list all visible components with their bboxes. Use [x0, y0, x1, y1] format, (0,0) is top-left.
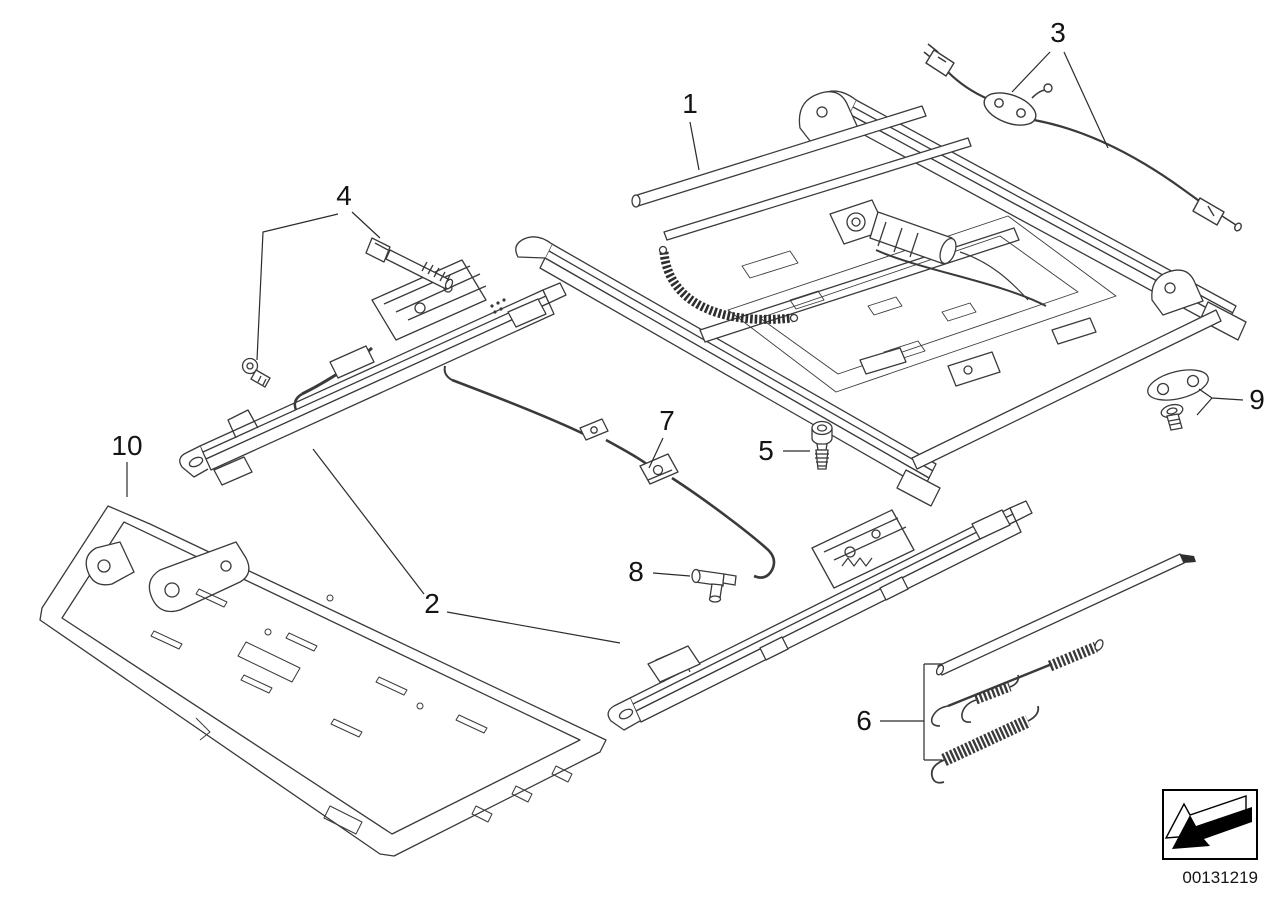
- callout-5[interactable]: 5: [758, 435, 774, 466]
- left-seat-rail-mechanism: [179, 259, 567, 486]
- callout-leader-lines: [126, 51, 1244, 761]
- callout-2[interactable]: 2: [424, 588, 440, 619]
- callout-8[interactable]: 8: [628, 556, 644, 587]
- right-seat-rail: [607, 500, 1033, 731]
- callout-10[interactable]: 10: [111, 430, 143, 461]
- nav-arrow-button[interactable]: [1162, 789, 1258, 860]
- plate-with-screw: [1147, 369, 1209, 431]
- seat-underframe-assembly: [515, 90, 1247, 507]
- connecting-rod: [443, 365, 776, 579]
- nut-bolt: [241, 357, 271, 388]
- base-trim-panel: [39, 505, 607, 857]
- back-arrow-icon: [1164, 795, 1252, 849]
- drive-cable: [923, 43, 1242, 232]
- fillister-screw: [811, 420, 833, 470]
- callout-1[interactable]: 1: [682, 88, 698, 119]
- callout-3[interactable]: 3: [1050, 17, 1066, 48]
- clamping-screw: [365, 237, 454, 290]
- callout-4[interactable]: 4: [336, 180, 352, 211]
- torsion-rod-and-springs: [930, 553, 1196, 784]
- doc-number: 00131219: [1182, 868, 1258, 887]
- callout-9[interactable]: 9: [1249, 384, 1265, 415]
- callout-7[interactable]: 7: [659, 405, 675, 436]
- callout-6[interactable]: 6: [856, 705, 872, 736]
- spacer-pin: [691, 568, 737, 603]
